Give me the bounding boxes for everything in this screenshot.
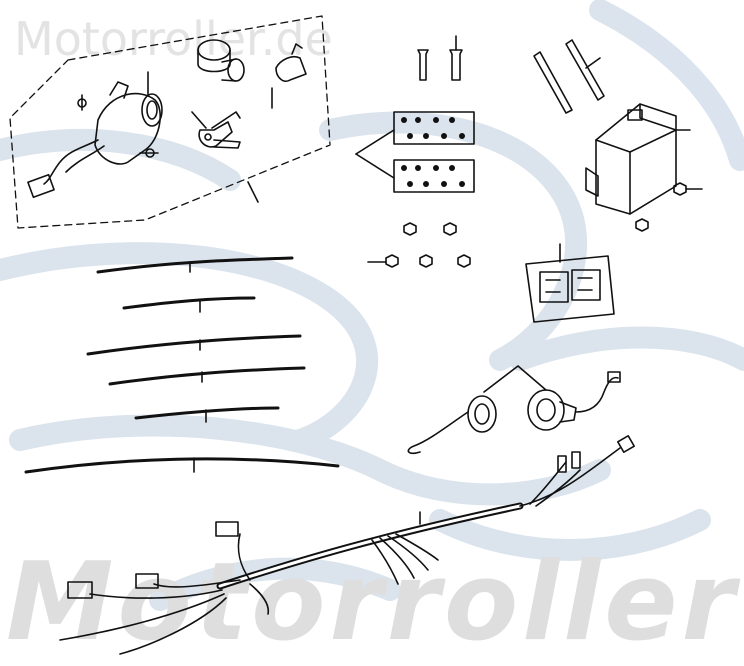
decal-icon [525, 243, 615, 323]
harness-icon [59, 435, 635, 655]
watermark-bottom: Motorroller [6, 540, 739, 665]
bolt-icon [533, 39, 605, 114]
socket-icon [407, 365, 621, 455]
ignition-lock-icon [27, 71, 163, 199]
module-icon [585, 103, 691, 215]
watermark-top: Motorroller.de [14, 12, 333, 66]
ignition-switch-set [9, 15, 331, 229]
clip-icon [271, 43, 307, 109]
cable-icon [24, 256, 340, 474]
pad-icon [355, 111, 475, 193]
nut-icon [367, 182, 703, 268]
cable-leaders [189, 261, 207, 473]
cylinder-icon [197, 39, 245, 82]
pad-dots [401, 117, 465, 187]
key-icon [191, 111, 241, 149]
pin-icon [417, 35, 463, 81]
